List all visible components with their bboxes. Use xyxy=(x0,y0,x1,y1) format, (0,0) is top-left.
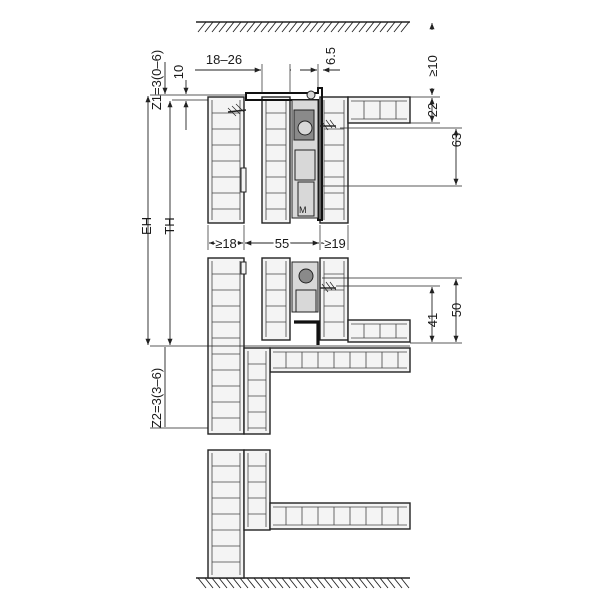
door-leaf-1-bottom xyxy=(261,257,291,341)
floor xyxy=(196,577,410,589)
label-55: 55 xyxy=(275,236,289,251)
base-vertical-panel-upper xyxy=(243,347,271,435)
label-ge18: ≥18 xyxy=(215,236,237,251)
label-ge19: ≥19 xyxy=(324,236,346,251)
extension-lines xyxy=(150,64,462,429)
motor-mark: M xyxy=(299,205,307,215)
base-shelf xyxy=(269,347,411,373)
label-41: 41 xyxy=(425,313,440,327)
door-leaf-1-top xyxy=(261,96,291,224)
carcass-side-panel-bottom xyxy=(207,449,245,579)
dimension-lines xyxy=(145,23,459,427)
label-22: 22 xyxy=(425,103,440,117)
label-z1: Z1=3(0–6) xyxy=(149,50,164,110)
top-shelf xyxy=(347,96,411,124)
label-18-26: 18–26 xyxy=(206,52,242,67)
label-z2: Z2=3(3–6) xyxy=(149,368,164,428)
ceiling xyxy=(196,21,410,33)
door-leaf-2-top xyxy=(319,96,349,224)
lower-shelf xyxy=(269,502,411,530)
label-50: 50 xyxy=(449,303,464,317)
label-ge10: ≥10 xyxy=(425,55,440,77)
dimension-labels: Z1=3(0–6) 10 18–26 6.5 ≥10 22 63 EH TH ≥… xyxy=(139,47,464,428)
label-th: TH xyxy=(162,217,177,234)
label-63: 63 xyxy=(449,133,464,147)
base-vertical-panel-lower xyxy=(243,449,271,531)
bottom-rail-shelf xyxy=(347,319,411,343)
bottom-guide-hardware xyxy=(291,261,337,345)
label-10-left: 10 xyxy=(171,65,186,79)
label-6-5: 6.5 xyxy=(323,47,338,65)
door-leaf-2-bottom xyxy=(319,257,349,341)
top-track-hardware: M xyxy=(227,87,337,221)
carcass-side-panel-top xyxy=(207,96,247,224)
label-eh: EH xyxy=(139,217,154,235)
